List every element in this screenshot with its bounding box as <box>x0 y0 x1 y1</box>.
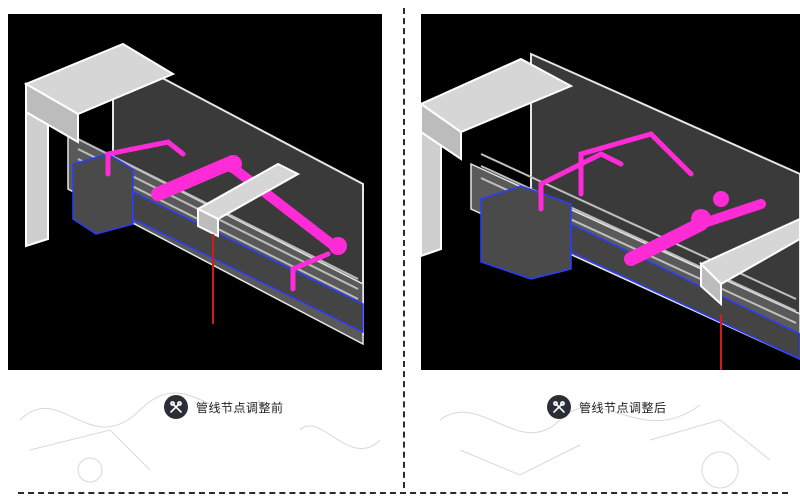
caption-text: 管线节点调整后 <box>579 400 667 415</box>
horizontal-divider <box>18 492 788 494</box>
caption-after: 管线节点调整后 <box>547 392 667 422</box>
tools-icon <box>164 395 188 419</box>
caption-before: 管线节点调整前 <box>164 392 284 422</box>
caption-text: 管线节点调整前 <box>196 400 284 415</box>
vertical-divider <box>403 8 405 488</box>
pipeline-before-render <box>23 42 364 346</box>
pipeline-before-view <box>8 14 382 370</box>
pipeline-after-view <box>421 14 800 370</box>
pipeline-after-render <box>421 52 800 370</box>
tools-icon <box>547 395 571 419</box>
